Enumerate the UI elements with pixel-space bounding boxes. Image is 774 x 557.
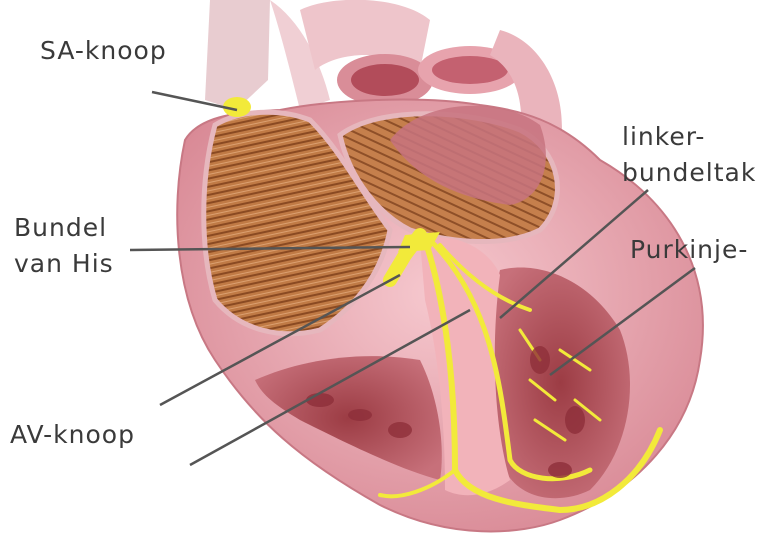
label-purkinje: Purkinje- — [630, 235, 748, 265]
label-left-bundle-line1: linker- — [622, 122, 705, 152]
label-left-bundle-line2: bundeltak — [622, 158, 756, 188]
label-av-node: AV-knoop — [10, 420, 135, 450]
label-bundle-his-line2: van His — [14, 249, 114, 279]
label-sa-node: SA-knoop — [40, 36, 167, 66]
label-bundle-his-line1: Bundel — [14, 213, 107, 243]
